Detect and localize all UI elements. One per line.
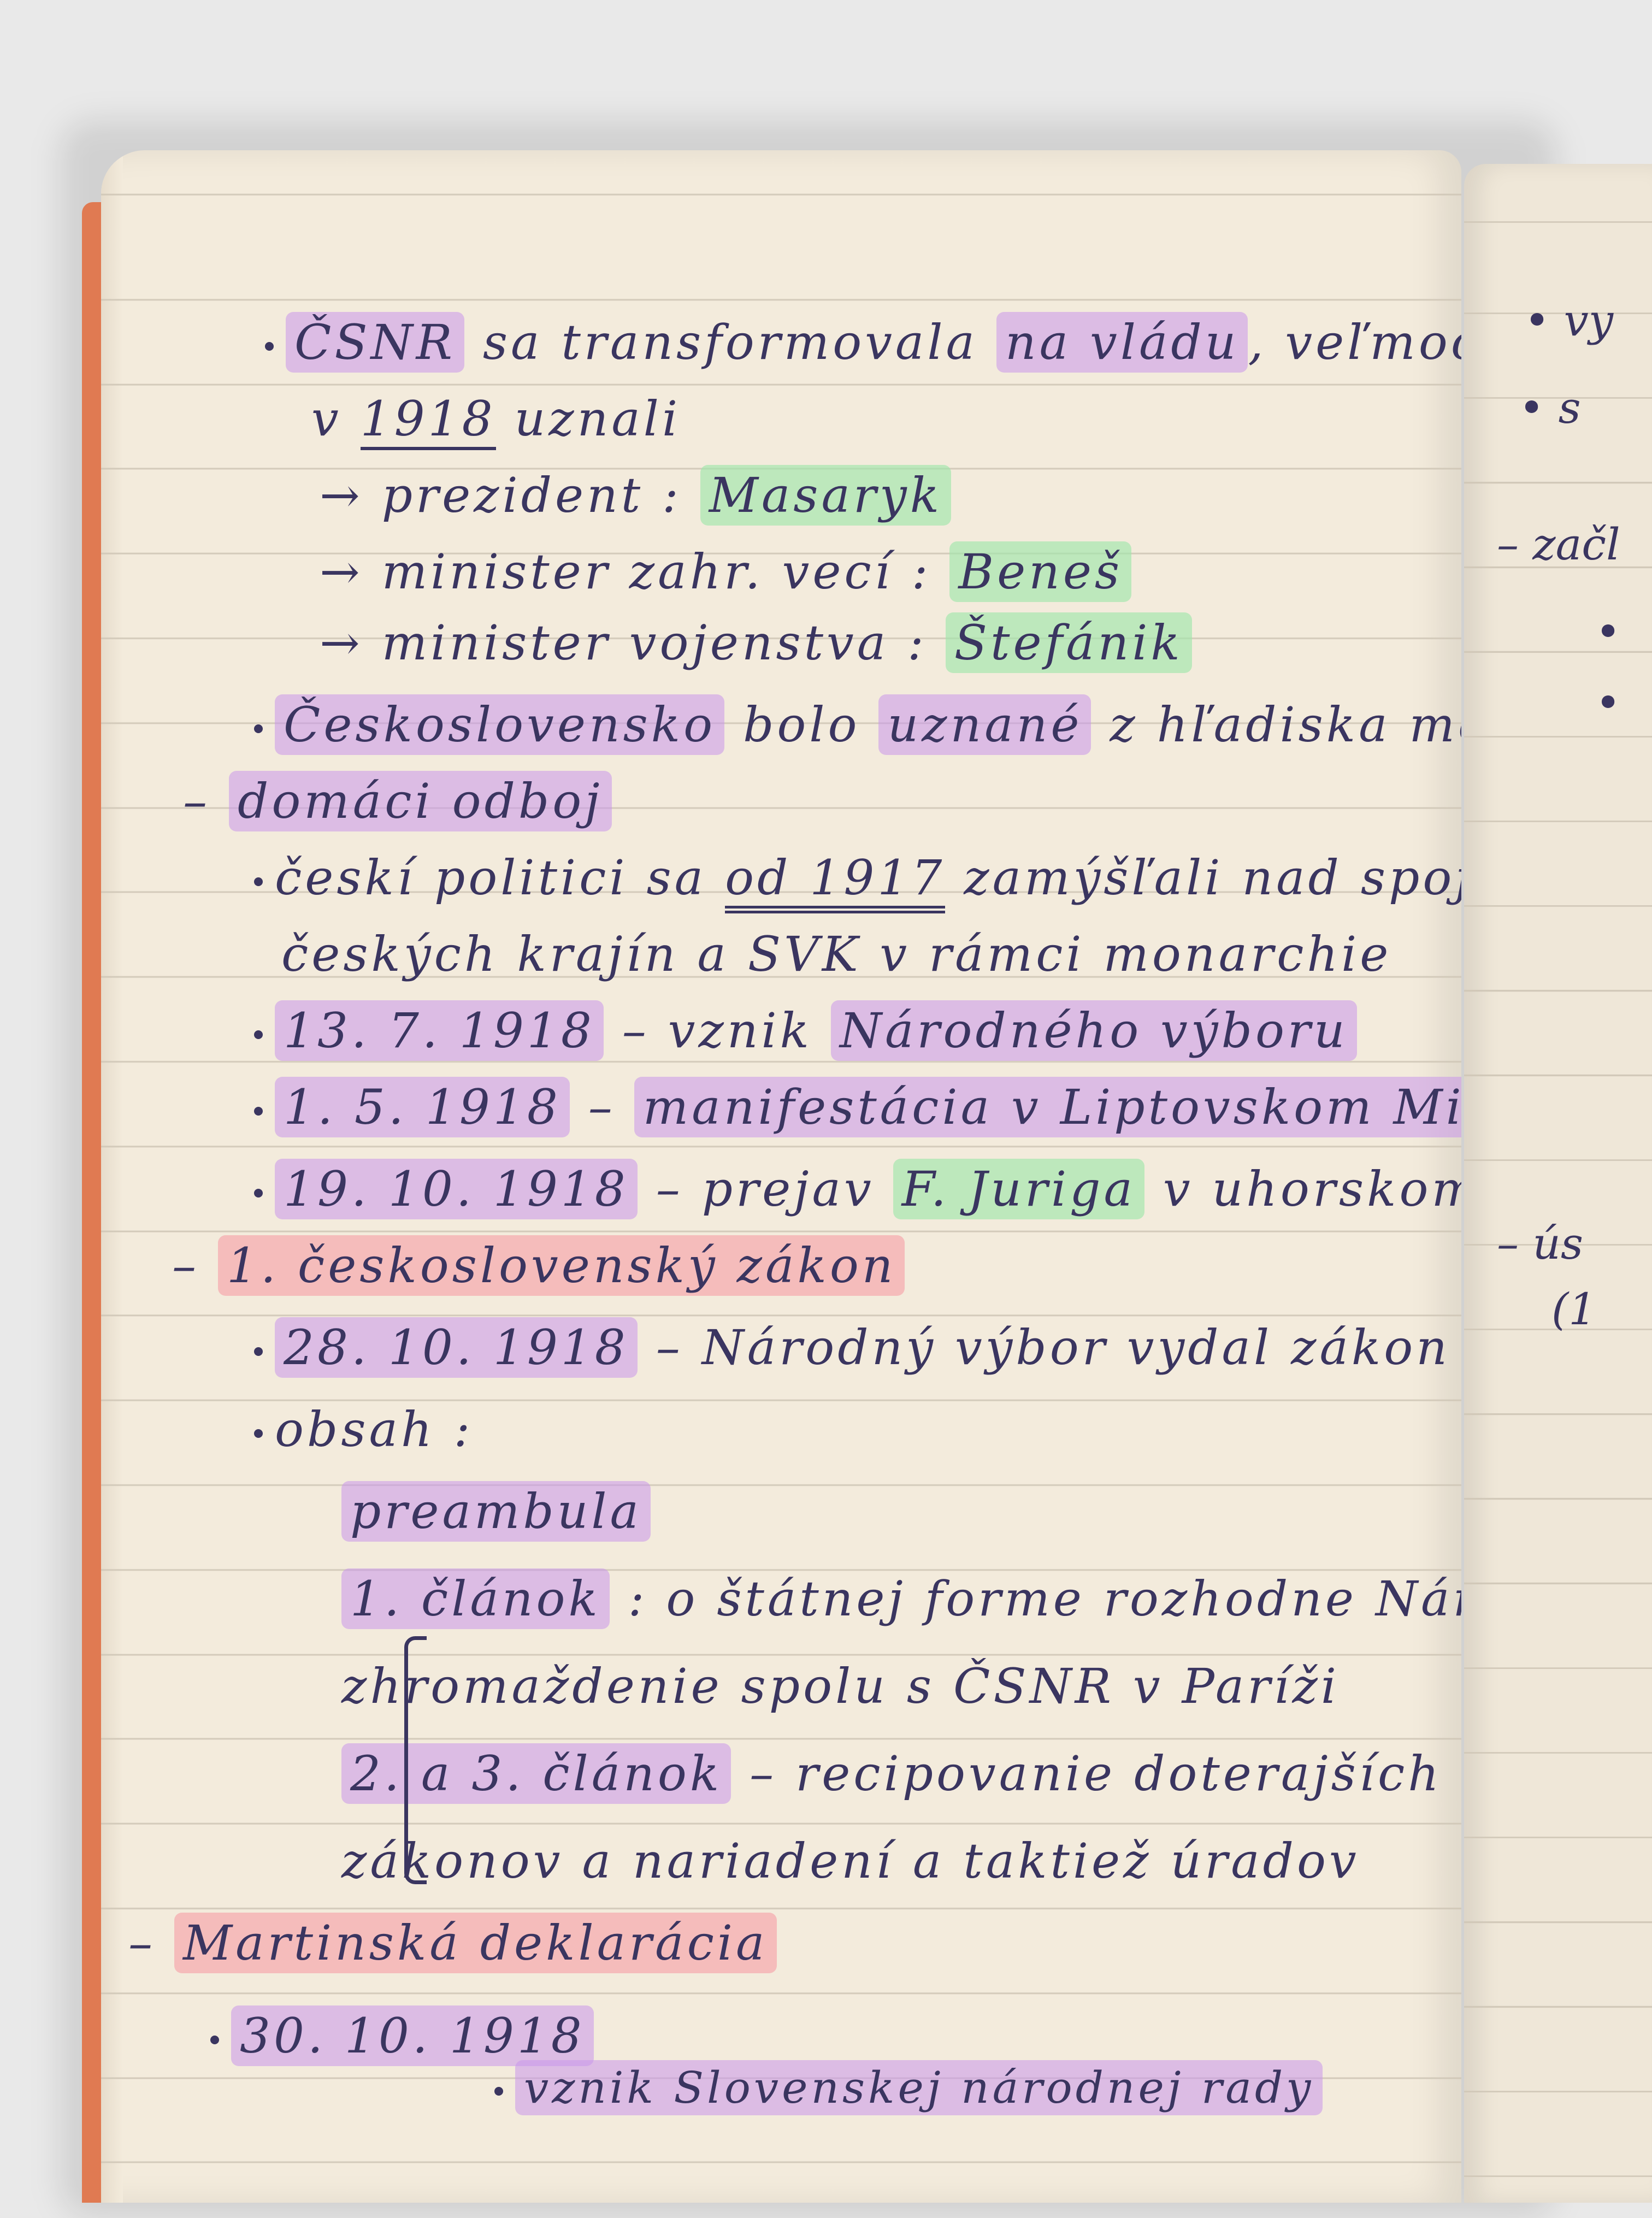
note-line: ČSNR sa transformovala na vládu, veľmoci…	[265, 312, 1461, 373]
bullet-dot	[494, 2087, 503, 2096]
note-line: 2. a 3. článok – recipovanie doterajších	[341, 1743, 1442, 1804]
note-text: českých krajín a SVK v rámci monarchie	[281, 926, 1392, 982]
right-page-fragment: • s	[1519, 382, 1581, 433]
highlighted-text: preambula	[341, 1481, 651, 1542]
right-page-fragment: – začl	[1497, 519, 1620, 570]
note-text: v	[311, 391, 361, 447]
highlighted-text: 30. 10. 1918	[231, 2005, 594, 2066]
note-line: Československo bolo uznané z hľadiska me…	[254, 694, 1461, 755]
note-line: – domáci odboj	[183, 771, 612, 831]
note-text: uznali	[495, 391, 681, 447]
note-line: 28. 10. 1918 – Národný výbor vydal zákon	[254, 1317, 1450, 1378]
highlighted-text: 28. 10. 1918	[275, 1317, 638, 1378]
right-page-fragment: • vy	[1524, 295, 1614, 346]
content-brace	[404, 1636, 427, 1884]
note-text: od 1917	[725, 850, 946, 913]
highlighted-text: domáci odboj	[228, 771, 612, 831]
note-text: zákonov a nariadení a taktiež úradov	[341, 1833, 1360, 1889]
right-page-fragment: – ús	[1497, 1218, 1584, 1269]
right-page-fragment: •	[1595, 677, 1621, 728]
note-line: 1. 5. 1918 – manifestácia v Liptovskom M…	[254, 1077, 1461, 1137]
bullet-dot	[254, 877, 263, 887]
note-line: českých krajín a SVK v rámci monarchie	[281, 926, 1391, 982]
highlighted-text: Masaryk	[700, 465, 952, 526]
note-line: → minister vojenstva : Štefánik	[320, 612, 1192, 673]
bullet-dot	[254, 1347, 263, 1356]
note-text: zamýšľali nad spojením	[964, 850, 1461, 906]
note-line: 13. 7. 1918 – vznik Národného výboru	[254, 1000, 1357, 1061]
note-line: zhromaždenie spolu s ČSNR v Paríži	[341, 1658, 1340, 1714]
highlighted-text: ČSNR	[286, 312, 464, 373]
bullet-dot	[210, 2036, 219, 2045]
highlighted-text: F. Juriga	[893, 1159, 1144, 1219]
highlighted-text: Štefánik	[945, 612, 1192, 673]
highlighted-text: Československo	[275, 694, 725, 755]
note-line: preambula	[341, 1481, 651, 1542]
note-text: z hľadiska medzinár. práva	[1110, 697, 1461, 753]
note-text: – Národný výbor vydal zákon	[637, 1319, 1450, 1376]
note-text: bolo	[724, 697, 879, 753]
note-text: zhromaždenie spolu s ČSNR v Paríži	[341, 1658, 1340, 1714]
note-text: – vznik	[603, 1002, 831, 1059]
note-text: –	[569, 1079, 634, 1135]
note-line: 19. 10. 1918 – prejav F. Juriga v uhorsk…	[254, 1159, 1461, 1219]
note-line: zákonov a nariadení a taktiež úradov	[341, 1833, 1360, 1889]
highlighted-text: Národného výboru	[830, 1000, 1357, 1061]
note-line: → prezident : Masaryk	[320, 465, 952, 526]
note-text: → minister zahr. vecí :	[320, 544, 950, 600]
note-text: → prezident :	[320, 467, 700, 523]
note-line: v 1918 uznali	[311, 391, 681, 450]
note-text: : o štátnej forme rozhodne Národné	[628, 1571, 1461, 1627]
bullet-dot	[254, 1429, 263, 1438]
note-text: českí politici sa	[275, 850, 725, 906]
notebook-left-page: ČSNR sa transformovala na vládu, veľmoci…	[101, 150, 1461, 2203]
note-line: → minister zahr. vecí : Beneš	[320, 541, 1132, 602]
bullet-dot	[254, 724, 263, 734]
note-line: vznik Slovenskej národnej rady	[494, 2060, 1323, 2115]
bullet-dot	[254, 1107, 263, 1116]
highlighted-text: 1. článok	[341, 1568, 610, 1629]
highlighted-text: Martinská deklarácia	[174, 1913, 777, 1973]
note-text: –	[183, 773, 229, 829]
highlighted-text: vznik Slovenskej národnej rady	[515, 2060, 1323, 2115]
bullet-dot	[254, 1030, 263, 1040]
highlighted-text: 13. 7. 1918	[275, 1000, 604, 1061]
highlighted-text: 1. 5. 1918	[275, 1077, 570, 1137]
highlighted-text: uznané	[878, 694, 1092, 755]
note-text: – recipovanie doterajších	[731, 1745, 1442, 1802]
note-text: 1918	[360, 391, 496, 450]
note-text: –	[172, 1237, 218, 1294]
highlighted-text: 19. 10. 1918	[275, 1159, 638, 1219]
highlighted-text: 1. československý zákon	[217, 1235, 905, 1296]
note-line: – Martinská deklarácia	[128, 1913, 777, 1973]
note-text: sa transformovala	[464, 314, 996, 370]
note-line: obsah :	[254, 1401, 473, 1458]
bullet-dot	[265, 342, 274, 351]
note-text: v uhorskom sneme	[1163, 1161, 1461, 1217]
bullet-dot	[254, 1189, 263, 1198]
note-text: , veľmoci ju	[1248, 314, 1461, 370]
note-line: českí politici sa od 1917 zamýšľali nad …	[254, 850, 1461, 913]
highlighted-text: na vládu	[996, 312, 1248, 373]
note-line: 1. článok : o štátnej forme rozhodne Nár…	[341, 1568, 1461, 1629]
right-page-fragment: •	[1595, 606, 1621, 657]
ruled-lines-right	[1464, 164, 1652, 2203]
right-page-fragment: (1	[1551, 1284, 1597, 1335]
highlighted-text: manifestácia v Liptovskom Mikuláši	[634, 1077, 1461, 1137]
note-text: → minister vojenstva :	[320, 615, 946, 671]
note-text: obsah :	[275, 1401, 474, 1458]
highlighted-text: Beneš	[949, 541, 1132, 602]
note-text: –	[128, 1915, 174, 1971]
note-line: 30. 10. 1918	[210, 2005, 594, 2066]
highlighted-text: 2. a 3. článok	[341, 1743, 731, 1804]
note-line: – 1. československý zákon	[172, 1235, 905, 1296]
notebook-right-page: • vy • s – začl • • – ús (1	[1464, 164, 1652, 2203]
note-text: – prejav	[637, 1161, 893, 1217]
